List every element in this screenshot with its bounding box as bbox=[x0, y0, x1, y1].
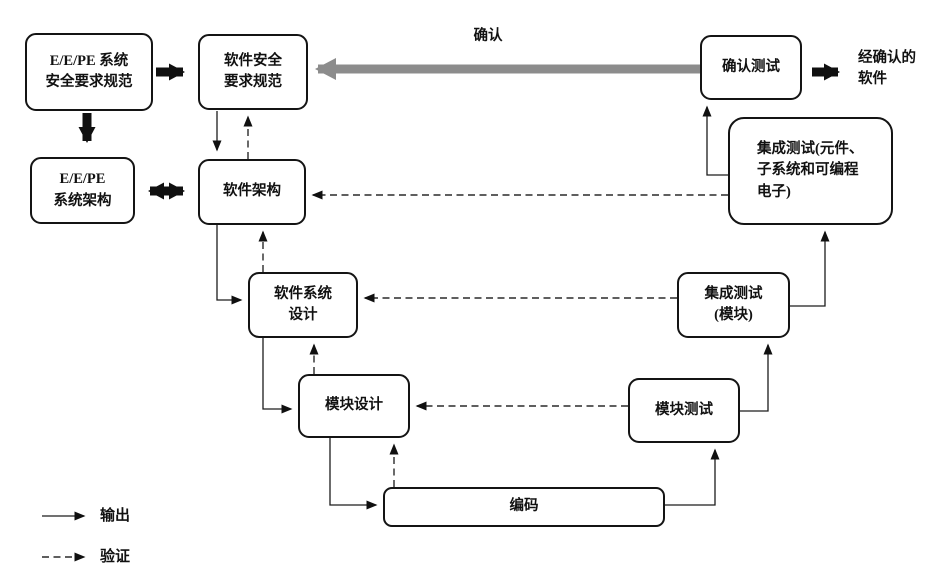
output-integration-test-module-to-integration-test-pe bbox=[790, 230, 830, 307]
output-module-design-to-coding bbox=[329, 438, 378, 510]
node-integration-test-components-pe: 集成测试(元件、 子系统和可编程 电子) bbox=[728, 117, 893, 225]
output-integration-test-pe-to-validation-test bbox=[702, 105, 728, 176]
node-eepe-system-safety-requirements: E/E/PE 系统 安全要求规范 bbox=[25, 33, 153, 111]
node-coding: 编码 bbox=[383, 487, 665, 527]
node-software-safety-requirements: 软件安全 要求规范 bbox=[198, 34, 308, 110]
output-coding-to-module-test bbox=[665, 448, 720, 506]
node-module-design: 模块设计 bbox=[298, 374, 410, 438]
output-sw-sys-design-to-module-design bbox=[262, 338, 293, 414]
output-sw-arch-to-sw-sys-design bbox=[216, 225, 243, 305]
legend-verification-label: 验证 bbox=[100, 549, 131, 565]
validated-software-label: 经确认的 软件 bbox=[858, 50, 916, 87]
legend-output-label: 输出 bbox=[100, 508, 131, 524]
node-eepe-system-architecture: E/E/PE 系统架构 bbox=[30, 157, 135, 224]
output-module-test-to-integration-test-module bbox=[740, 343, 773, 412]
node-software-architecture: 软件架构 bbox=[198, 159, 306, 225]
validation-arrow-label: 确认 bbox=[473, 28, 503, 44]
node-integration-test-module: 集成测试 (模块) bbox=[677, 272, 790, 338]
node-module-test: 模块测试 bbox=[628, 378, 740, 443]
node-software-system-design: 软件系统 设计 bbox=[248, 272, 358, 338]
node-validation-test: 确认测试 bbox=[700, 35, 802, 100]
